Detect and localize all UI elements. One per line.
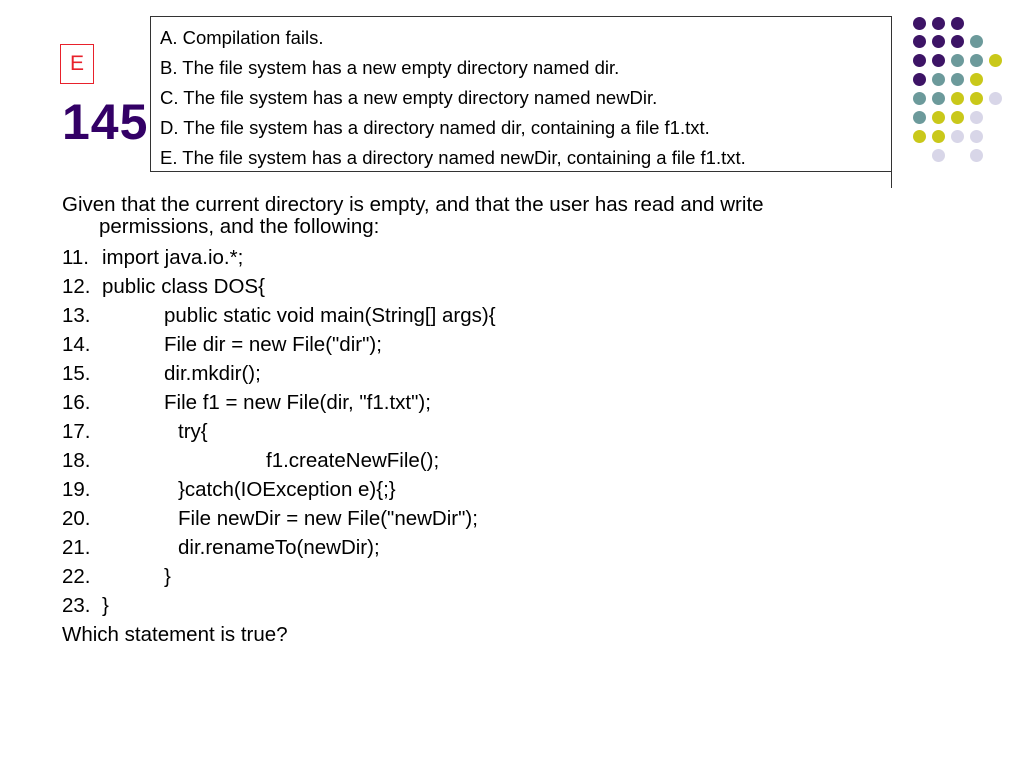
decorative-dot — [970, 149, 983, 162]
code-line: 18. f1.createNewFile(); — [62, 446, 912, 475]
decorative-dot — [932, 111, 945, 124]
slide-number: 145 — [62, 94, 149, 150]
line-number: 14. — [62, 333, 91, 356]
code-line: 13. public static void main(String[] arg… — [62, 301, 912, 330]
code-line: 11. import java.io.*; — [62, 243, 912, 272]
line-number: 22. — [62, 565, 91, 588]
code-line: 20. File newDir = new File("newDir"); — [62, 504, 912, 533]
code-text: dir.renameTo(newDir); — [178, 536, 380, 559]
line-number: 17. — [62, 420, 91, 443]
option-d: D. The file system has a directory named… — [160, 117, 710, 138]
line-number: 21. — [62, 536, 91, 559]
decorative-dot — [932, 130, 945, 143]
decorative-dot — [913, 54, 926, 67]
code-text: }catch(IOException e){;} — [178, 478, 396, 501]
decorative-dot — [989, 92, 1002, 105]
line-number: 12. — [62, 275, 91, 298]
line-number: 13. — [62, 304, 91, 327]
decorative-dot — [951, 17, 964, 30]
question-prompt: Which statement is true? — [62, 623, 288, 646]
decorative-dot — [970, 92, 983, 105]
answer-badge: E — [60, 44, 94, 84]
decorative-dot — [913, 111, 926, 124]
code-text: f1.createNewFile(); — [266, 449, 440, 472]
code-line: 19. }catch(IOException e){;} — [62, 475, 912, 504]
decorative-dot — [951, 35, 964, 48]
decorative-dot — [970, 35, 983, 48]
decorative-dot — [970, 73, 983, 86]
code-text: } — [164, 565, 171, 588]
line-number: 20. — [62, 507, 91, 530]
code-text: dir.mkdir(); — [164, 362, 261, 385]
decorative-dot — [951, 73, 964, 86]
line-number: 23. — [62, 594, 91, 617]
question-body: Given that the current directory is empt… — [62, 194, 912, 649]
line-number: 15. — [62, 362, 91, 385]
decorative-dot — [932, 73, 945, 86]
option-a: A. Compilation fails. — [160, 27, 324, 48]
decorative-dot — [913, 73, 926, 86]
line-number: 11. — [62, 246, 89, 269]
code-line: 16. File f1 = new File(dir, "f1.txt"); — [62, 388, 912, 417]
answer-options-box: A. Compilation fails. B. The file system… — [150, 16, 892, 172]
decorative-dot — [989, 54, 1002, 67]
code-line: 21. dir.renameTo(newDir); — [62, 533, 912, 562]
line-number: 16. — [62, 391, 91, 414]
line-number: 18. — [62, 449, 91, 472]
decorative-dot — [913, 35, 926, 48]
code-text: File newDir = new File("newDir"); — [178, 507, 478, 530]
decorative-dot — [951, 54, 964, 67]
option-e: E. The file system has a directory named… — [160, 147, 746, 168]
decorative-dot — [970, 111, 983, 124]
decorative-dot — [932, 17, 945, 30]
code-line: 22. } — [62, 562, 912, 591]
decorative-dot — [970, 130, 983, 143]
decorative-dot — [951, 111, 964, 124]
decorative-dot-grid — [900, 14, 1010, 174]
code-text: try{ — [178, 420, 208, 443]
line-number: 19. — [62, 478, 91, 501]
intro-line: permissions, and the following: — [99, 215, 380, 238]
option-c: C. The file system has a new empty direc… — [160, 87, 658, 108]
code-text: File f1 = new File(dir, "f1.txt"); — [164, 391, 431, 414]
decorative-dot — [932, 149, 945, 162]
intro-line: Given that the current directory is empt… — [62, 193, 764, 216]
code-line: 15. dir.mkdir(); — [62, 359, 912, 388]
decorative-dot — [951, 92, 964, 105]
decorative-dot — [913, 17, 926, 30]
vertical-divider — [891, 16, 892, 188]
decorative-dot — [932, 54, 945, 67]
code-text: public static void main(String[] args){ — [164, 304, 496, 327]
question-intro: Given that the current directory is empt… — [62, 194, 912, 238]
code-text: } — [102, 594, 109, 617]
decorative-dot — [932, 35, 945, 48]
decorative-dot — [913, 130, 926, 143]
code-text: import java.io.*; — [102, 246, 244, 269]
decorative-dot — [913, 92, 926, 105]
code-line: 14. File dir = new File("dir"); — [62, 330, 912, 359]
decorative-dot — [932, 92, 945, 105]
decorative-dot — [951, 130, 964, 143]
code-text: File dir = new File("dir"); — [164, 333, 382, 356]
code-line: 23. } — [62, 591, 912, 620]
decorative-dot — [970, 54, 983, 67]
code-text: public class DOS{ — [102, 275, 265, 298]
code-line: 12. public class DOS{ — [62, 272, 912, 301]
option-b: B. The file system has a new empty direc… — [160, 57, 620, 78]
code-line: 17. try{ — [62, 417, 912, 446]
